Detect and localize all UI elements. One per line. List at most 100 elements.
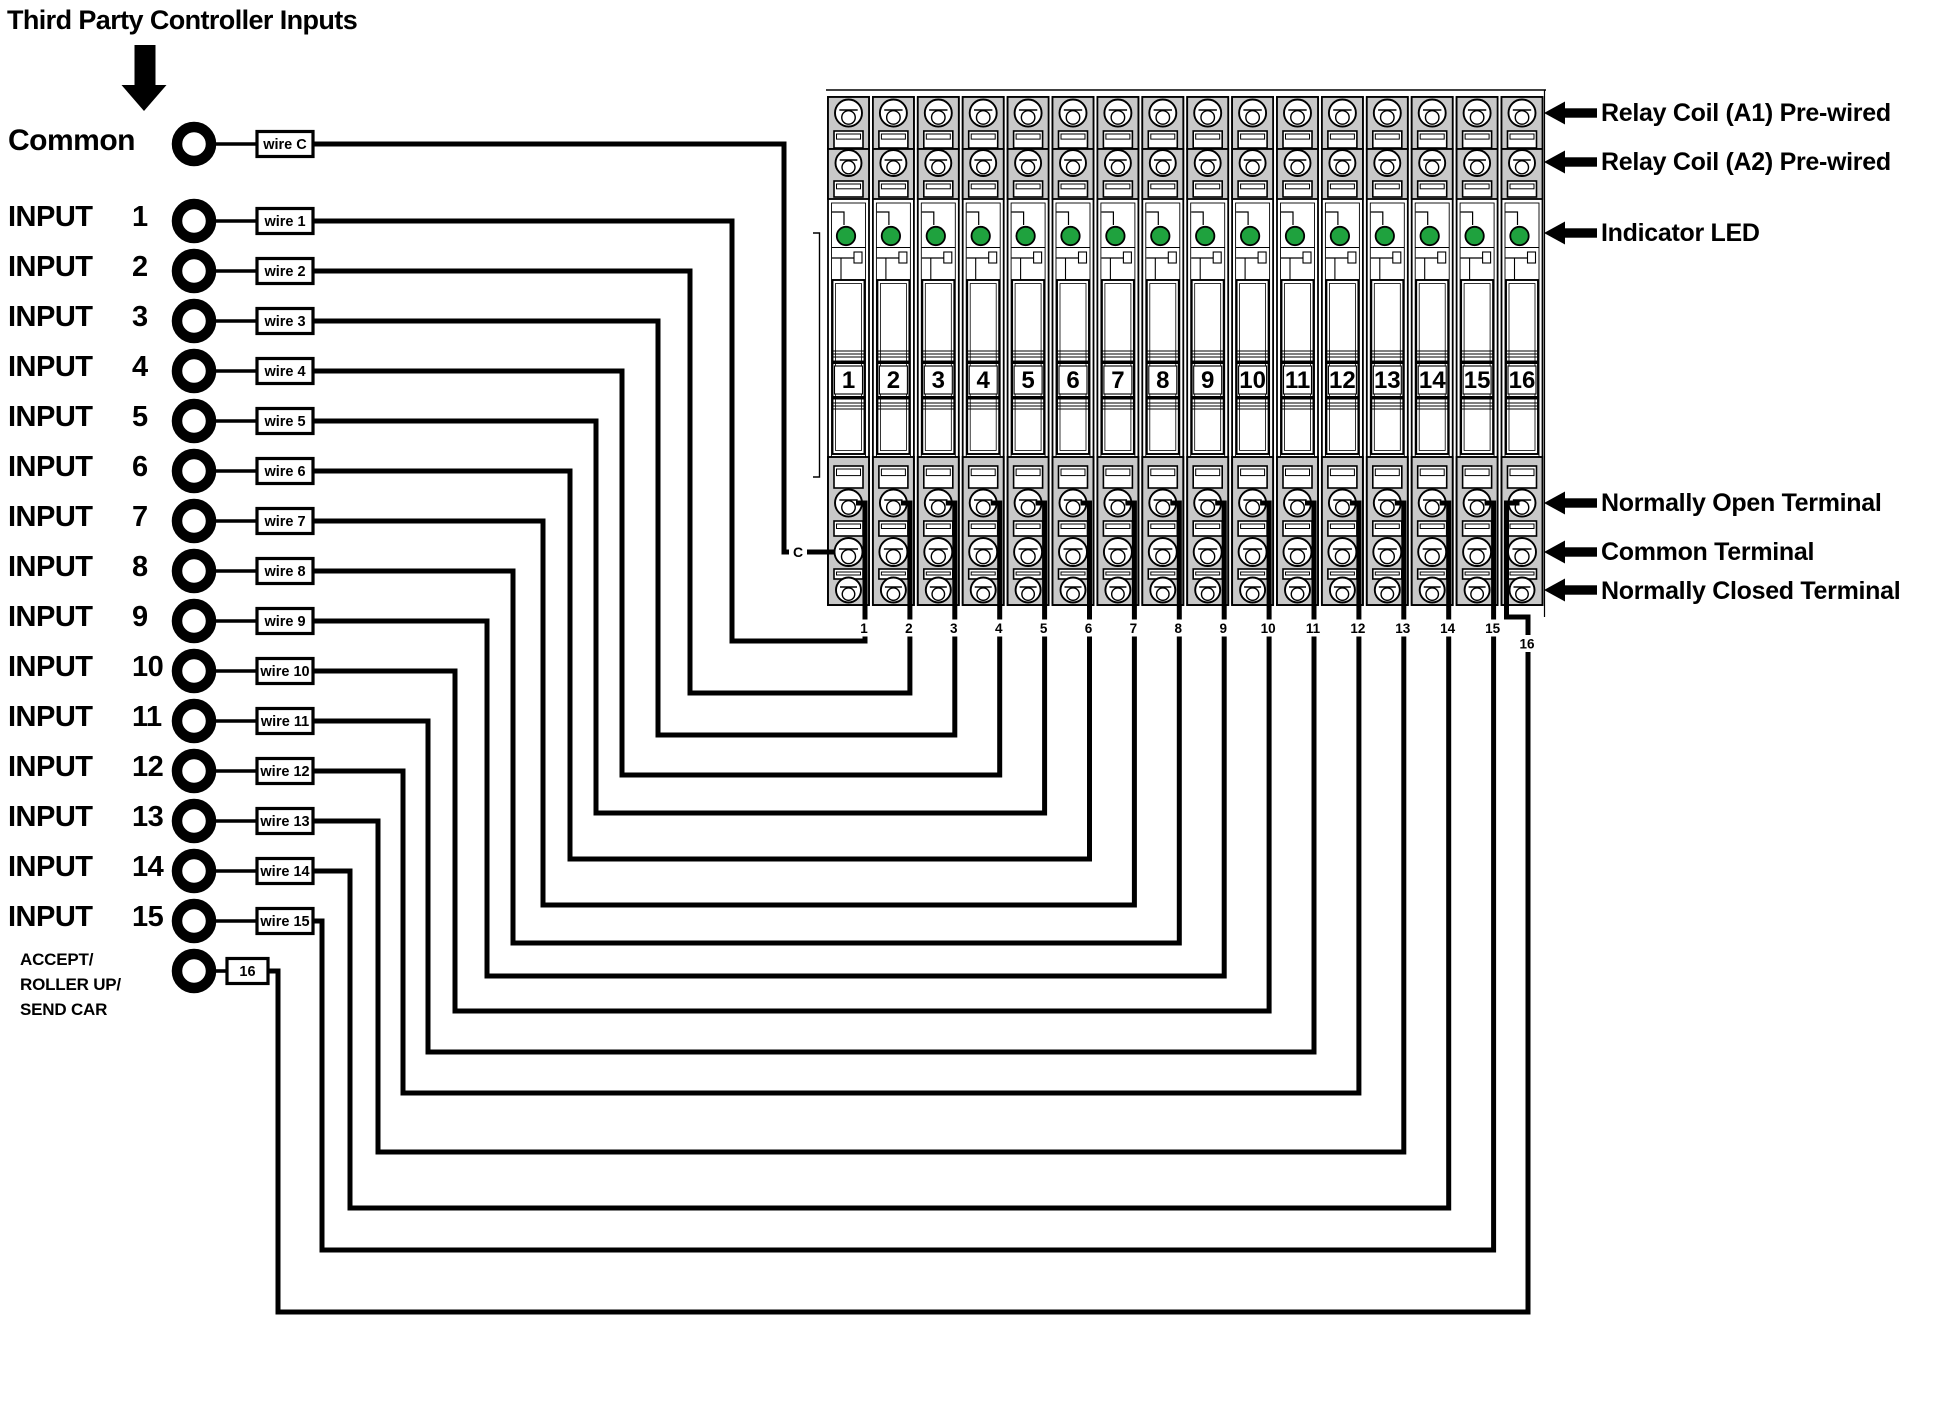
normally-closed-terminal	[1014, 576, 1042, 604]
input-ring	[171, 798, 217, 844]
clamp-terminal	[878, 520, 909, 537]
screw-terminal	[1148, 149, 1177, 177]
clamp-terminal	[1461, 180, 1493, 198]
relay-module: 5	[1006, 96, 1050, 606]
screw-terminal	[1283, 149, 1312, 177]
module-number: 4	[977, 367, 991, 394]
normally-closed-terminal	[1508, 576, 1536, 604]
relay-module: 12	[1320, 96, 1364, 606]
accept-label-line: ACCEPT/	[20, 950, 94, 969]
input-connector: wire 13	[171, 798, 315, 844]
relay-module: 4	[961, 96, 1005, 606]
common-terminal	[1327, 537, 1358, 567]
input-connector: 16	[171, 948, 270, 994]
wire-path	[313, 500, 1407, 1155]
clamp-terminal	[922, 520, 954, 537]
clamp-terminal	[1372, 520, 1403, 537]
relay-module: 14	[1410, 96, 1454, 606]
normally-open-terminal	[968, 488, 998, 518]
common-input-label: Common	[8, 124, 136, 164]
clamp-terminal	[967, 465, 999, 489]
indicator-led	[1329, 225, 1351, 247]
normally-open-terminal	[923, 488, 953, 518]
wire-number-bg	[1210, 619, 1238, 637]
indicator-led-label: Indicator LED	[1601, 219, 1760, 247]
indicator-led	[1060, 225, 1081, 247]
wire-number-bg	[1389, 619, 1417, 637]
input-label-word: INPUT	[8, 451, 93, 483]
pointer-arrow-icon	[1544, 150, 1597, 174]
clamp-terminal	[1147, 180, 1179, 198]
clamp-terminal	[1416, 520, 1448, 537]
wire-number-bg	[940, 619, 968, 637]
normally-open-terminal	[1417, 488, 1447, 518]
clamp-terminal	[1282, 465, 1313, 489]
wire-number-bg	[1030, 619, 1058, 637]
clamp-terminal	[878, 465, 909, 489]
clamp-terminal	[833, 520, 864, 537]
wire-number-label: 12	[1350, 621, 1365, 636]
clamp-terminal	[1012, 180, 1044, 198]
normally-closed-terminal	[1373, 576, 1401, 604]
input-label-number: 5	[132, 401, 148, 433]
screw-terminal	[1327, 98, 1357, 128]
normally-closed-terminal	[1194, 576, 1222, 604]
relay-module: 15	[1455, 96, 1499, 606]
input-ring	[171, 248, 217, 294]
clamp-terminal	[1237, 130, 1268, 149]
input-connector: wire 5	[171, 398, 315, 444]
input-ring	[171, 698, 217, 744]
indicator-led	[1240, 225, 1261, 247]
normally-closed-label: Normally Closed Terminal	[1601, 577, 1901, 605]
relay-module: 2	[871, 96, 915, 606]
wire-label-box	[255, 606, 315, 636]
input-label-word: INPUT	[8, 851, 93, 883]
wire-label: wire 5	[263, 414, 305, 430]
input-label-number: 15	[132, 901, 164, 933]
accept-label-line: SEND CAR	[20, 1000, 108, 1019]
clamp-terminal	[1461, 465, 1493, 489]
clamp-terminal	[967, 180, 999, 198]
wire-label-box	[225, 956, 270, 986]
clamp-terminal	[1237, 465, 1268, 489]
normally-closed-terminal	[879, 576, 907, 604]
input-label-number: 11	[132, 701, 162, 733]
input-connector: wire 12	[171, 748, 315, 794]
input-ring	[171, 448, 217, 494]
wire-number-bg	[1075, 619, 1103, 637]
wire-path	[313, 500, 1272, 1014]
input-label-word: INPUT	[8, 501, 93, 533]
clamp-terminal	[1416, 465, 1448, 489]
input-label-number: 3	[132, 301, 148, 333]
input-ring	[171, 121, 217, 167]
wire-label-box	[255, 206, 315, 236]
wire-label: wire 8	[263, 564, 305, 580]
normally-closed-terminal	[1463, 576, 1491, 604]
module-number: 11	[1285, 367, 1310, 394]
pointer-arrow-icon	[1544, 578, 1597, 602]
screw-terminal	[1238, 98, 1268, 128]
input-connector: wire 6	[171, 448, 315, 494]
screw-terminal	[1283, 98, 1312, 128]
screw-terminal	[1058, 98, 1088, 128]
wire-path	[313, 268, 913, 696]
module-number: 14	[1419, 367, 1446, 394]
common-terminal	[1282, 537, 1313, 567]
normally-closed-terminal	[1149, 576, 1177, 604]
wire-path	[313, 468, 1092, 862]
relay-module: 11	[1276, 96, 1319, 606]
clamp-terminal	[1102, 520, 1134, 537]
module-number: 10	[1239, 367, 1266, 394]
screw-terminal	[1417, 98, 1447, 128]
input-label-word: INPUT	[8, 651, 93, 683]
common-terminal-label: Common Terminal	[1601, 538, 1815, 566]
wire-number-label: 5	[1040, 621, 1048, 636]
wire-path	[313, 500, 1182, 946]
